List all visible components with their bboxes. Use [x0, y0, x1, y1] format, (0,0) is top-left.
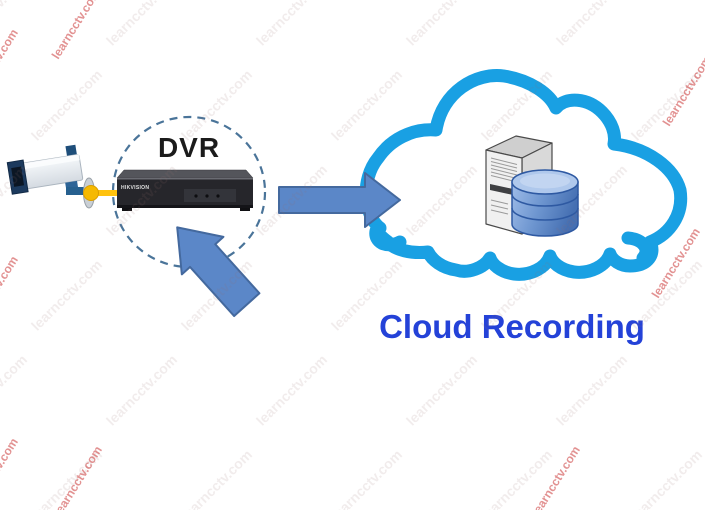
cloud-curl-right: [621, 231, 653, 265]
server-icon: [485, 135, 579, 237]
cloud-curl-left: [369, 224, 407, 252]
cctv-camera-icon: [6, 144, 95, 209]
database-icon: [511, 169, 579, 237]
arrow-up-left-icon: [176, 226, 261, 318]
bnc-connector-icon: [83, 185, 99, 201]
dvr-front-panel: [184, 189, 236, 202]
server-drive-slot: [490, 184, 518, 196]
camera-arm: [66, 187, 88, 195]
camera-lens: [11, 166, 25, 187]
dvr-icon: HIKVISION: [116, 169, 254, 211]
video-cable: [83, 185, 119, 201]
dvr-brand-label: HIKVISION: [121, 185, 149, 191]
arrow-right-icon: [278, 172, 401, 228]
cloud-recording-label: Cloud Recording: [379, 308, 645, 345]
dvr-label: DVR: [157, 132, 221, 163]
